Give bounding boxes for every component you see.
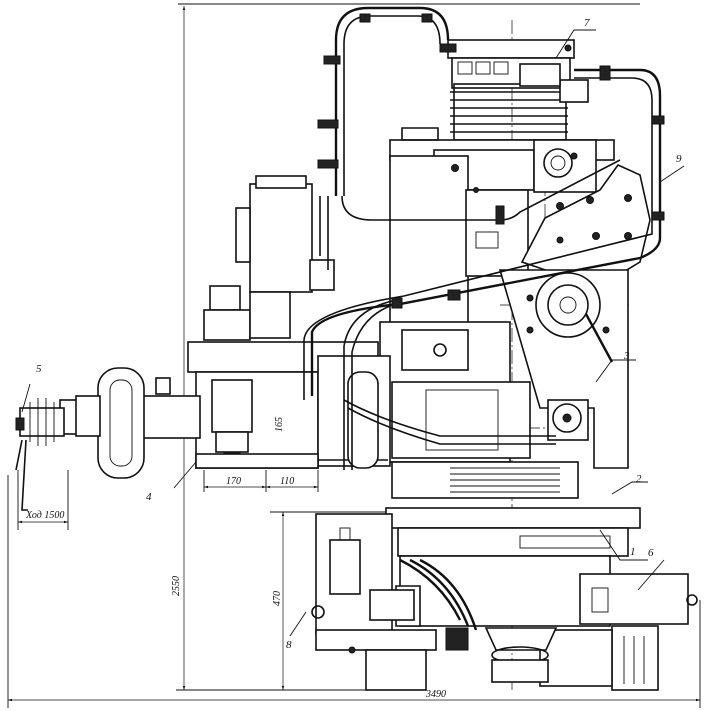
- middle-gear-housing: [498, 269, 629, 469]
- callout-leaders: [21, 29, 685, 637]
- dimension-vertical-short: 165: [274, 417, 285, 432]
- dimension-span-right: 110: [280, 476, 294, 487]
- callout-3: 3: [623, 350, 630, 362]
- dimension-total-width: 3490: [425, 689, 446, 700]
- dimension-stroke: Ход 1500: [25, 510, 64, 521]
- central-body: [379, 321, 579, 499]
- base-unit: [395, 555, 698, 691]
- callout-5: 5: [36, 363, 42, 375]
- pipe-runs: [303, 6, 665, 470]
- callout-6: 6: [648, 547, 654, 559]
- lower-motor-unit: [311, 513, 478, 691]
- callout-8: 8: [286, 639, 292, 651]
- dimension-total-height: 2550: [171, 576, 182, 596]
- callout-1: 1: [630, 546, 636, 558]
- side-motor: [203, 175, 335, 341]
- callout-4: 4: [146, 491, 152, 503]
- callout-9: 9: [676, 153, 682, 165]
- top-drive-unit: [444, 39, 589, 141]
- slide-table: [385, 507, 641, 557]
- side-cover-plate: [520, 164, 651, 281]
- spindle-head: [15, 341, 391, 511]
- dimension-span-left: 170: [226, 476, 241, 487]
- callout-7: 7: [584, 17, 590, 29]
- dimension-lower-height: 470: [272, 591, 283, 606]
- callout-2: 2: [636, 473, 642, 485]
